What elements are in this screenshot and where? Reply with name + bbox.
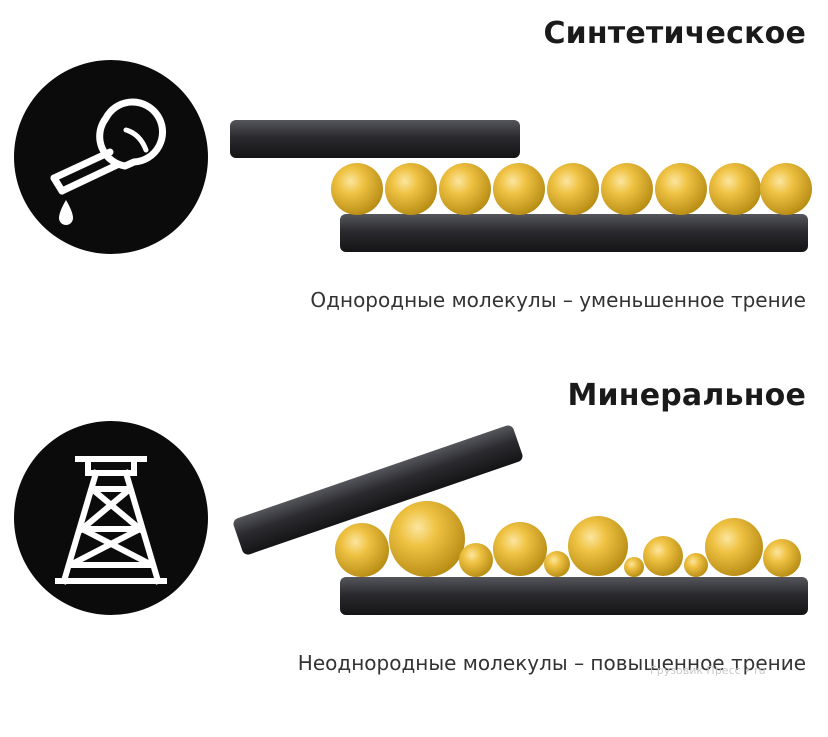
molecule — [684, 553, 708, 577]
title-synthetic: Синтетическое — [543, 16, 806, 51]
molecule — [624, 557, 644, 577]
molecule — [493, 163, 545, 215]
molecules-uniform — [331, 163, 812, 215]
mineral-friction-scene — [233, 425, 808, 615]
upper-plate-tilted — [233, 425, 523, 555]
molecule — [655, 163, 707, 215]
molecule — [760, 163, 812, 215]
oil-flask-drop-icon — [14, 60, 208, 254]
molecule — [331, 163, 383, 215]
title-mineral: Минеральное — [567, 378, 806, 413]
molecule — [643, 536, 683, 576]
molecule — [459, 543, 493, 577]
upper-plate — [230, 120, 520, 158]
molecule — [389, 501, 465, 577]
molecule — [335, 523, 389, 577]
molecules-mixed — [335, 501, 801, 577]
molecule — [385, 163, 437, 215]
lower-plate — [340, 214, 808, 252]
molecule — [493, 522, 547, 576]
panel-synthetic: Синтетическое — [0, 0, 828, 340]
molecule — [709, 163, 761, 215]
molecule — [547, 163, 599, 215]
molecule — [601, 163, 653, 215]
lower-plate — [340, 577, 808, 615]
caption-mineral: Неоднородные молекулы – повышенное трени… — [297, 651, 806, 675]
oil-derrick-icon — [14, 421, 208, 615]
molecule — [568, 516, 628, 576]
molecule — [439, 163, 491, 215]
molecule — [763, 539, 801, 577]
molecule — [544, 551, 570, 577]
watermark: Грузовик Пресс • ru — [650, 664, 766, 677]
panel-mineral: Минеральное — [0, 360, 828, 737]
caption-synthetic: Однородные молекулы – уменьшенное трение — [310, 288, 806, 312]
synthetic-friction-scene — [230, 120, 812, 252]
molecule — [705, 518, 763, 576]
